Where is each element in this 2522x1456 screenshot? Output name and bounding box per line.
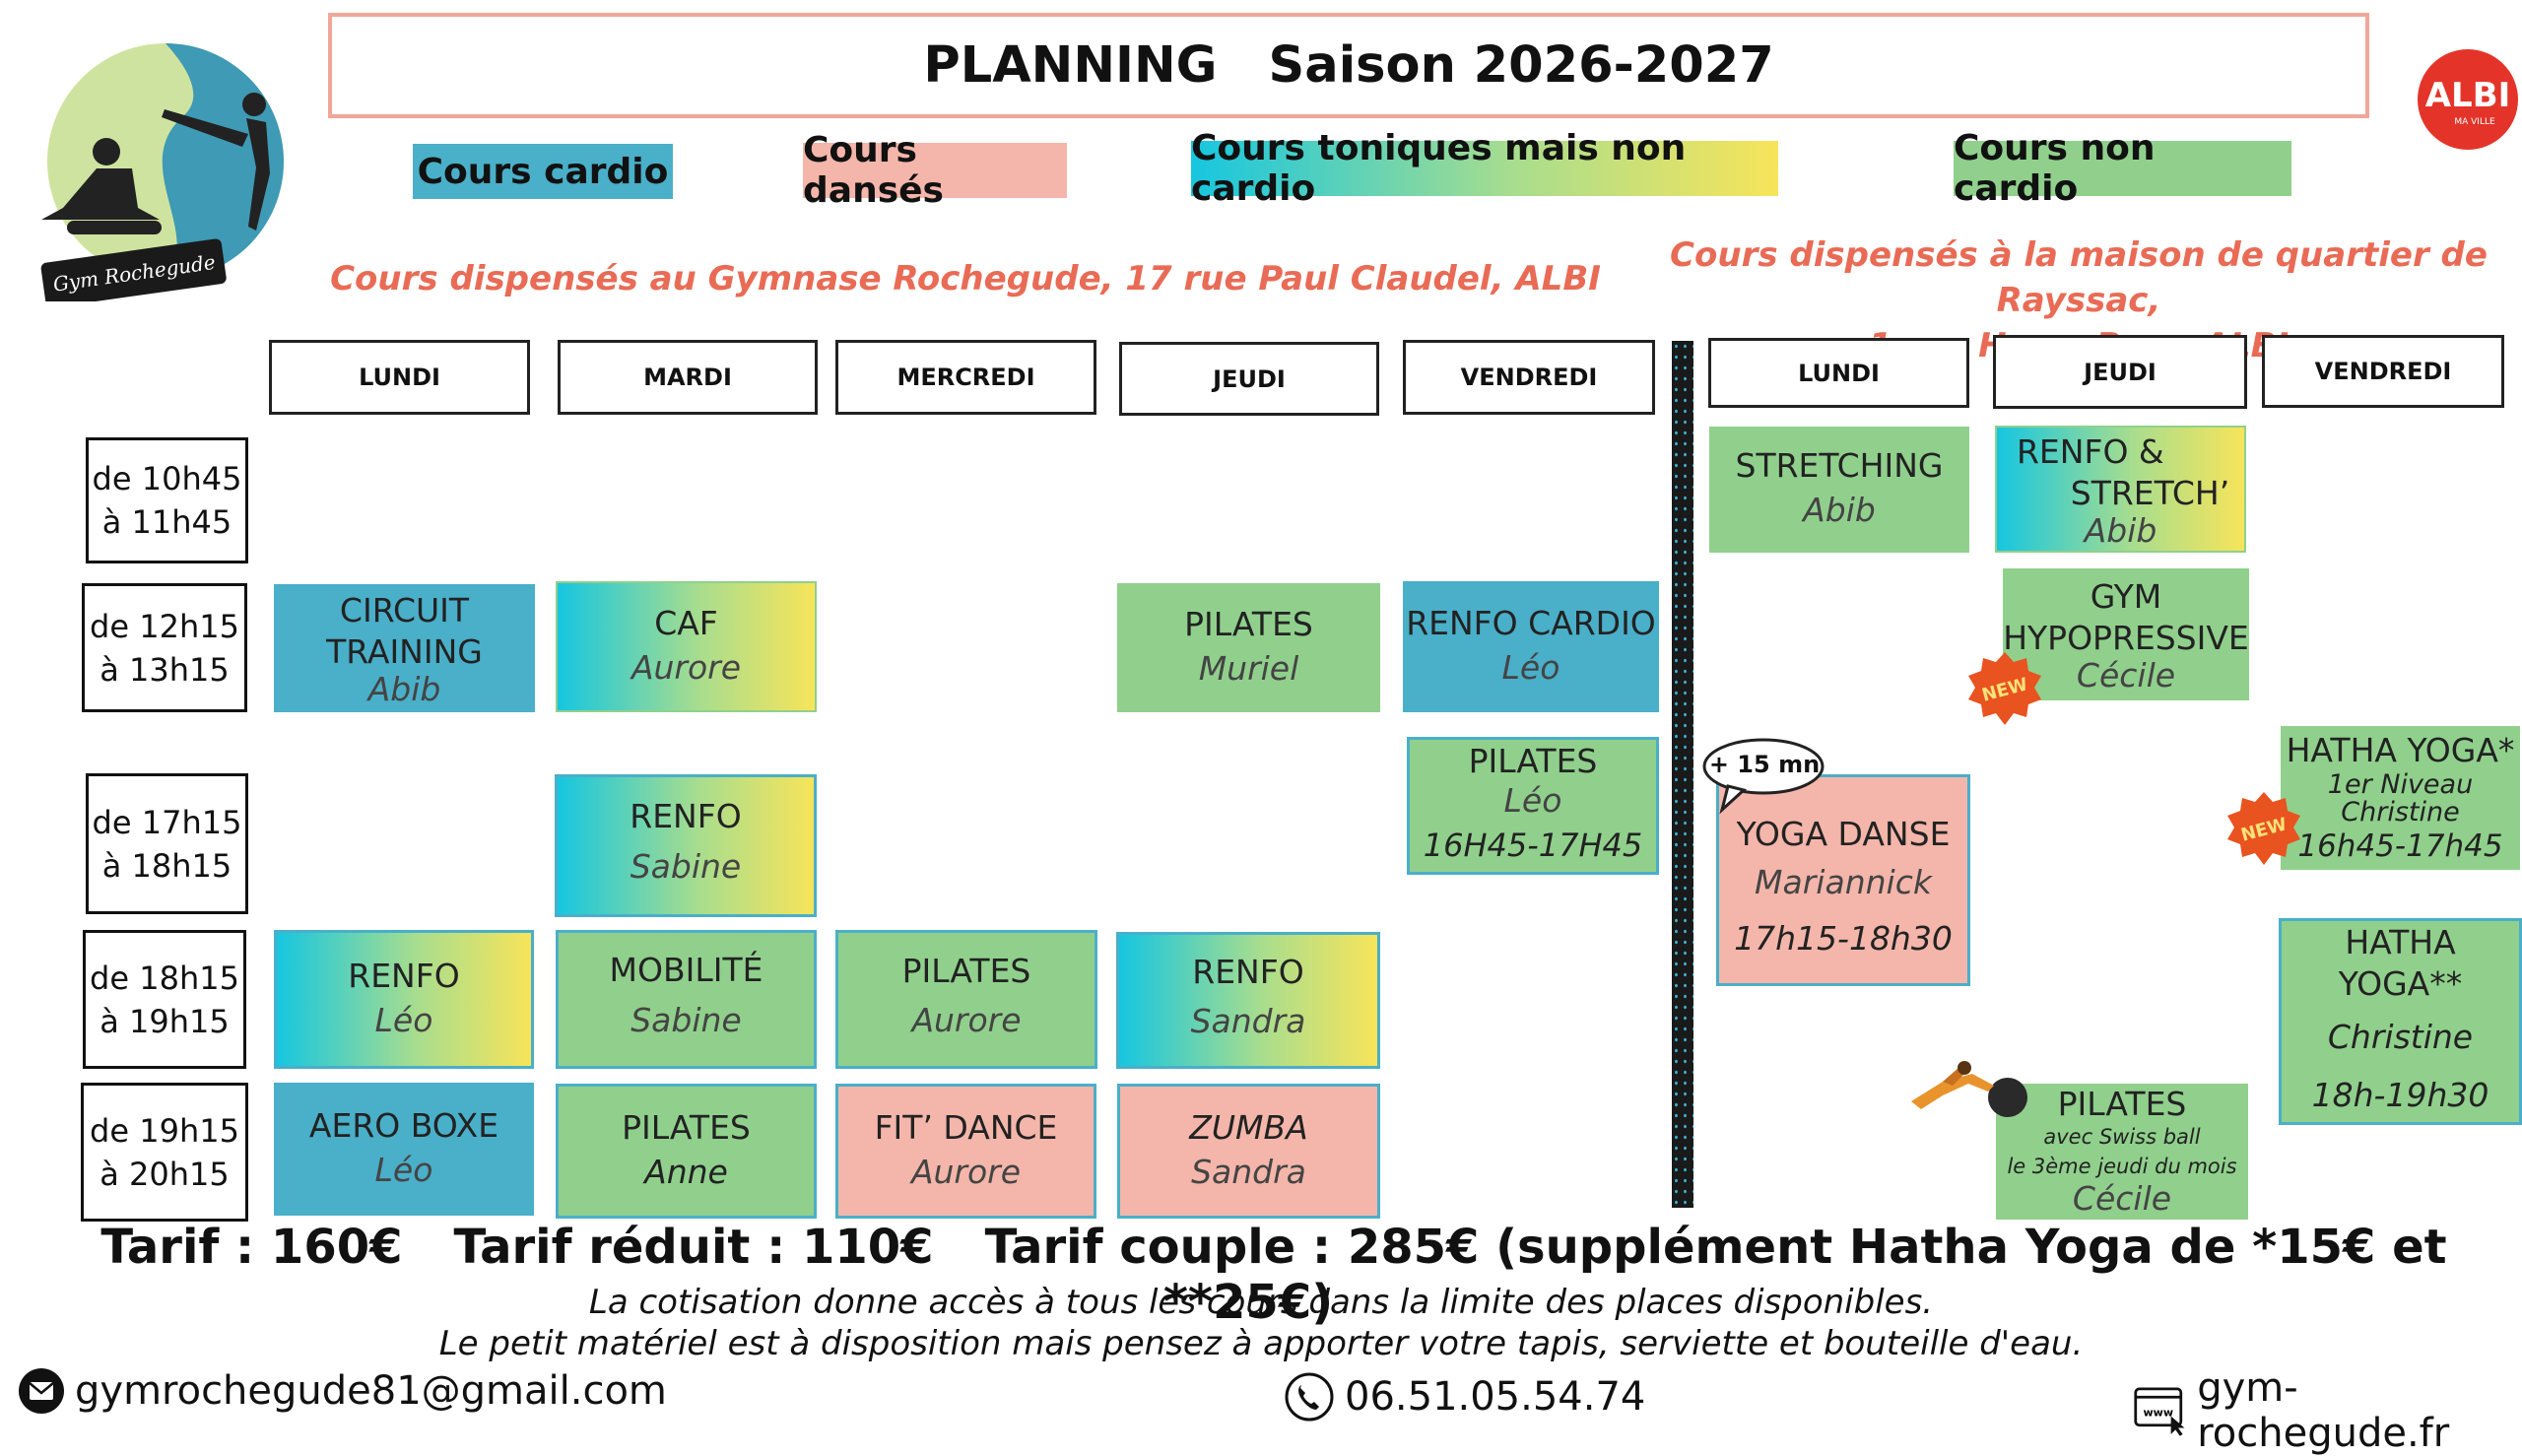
contact-website[interactable]: www gym-rochegude.fr xyxy=(2133,1365,2522,1456)
course-mercredi-pilates: PILATES Aurore xyxy=(835,930,1097,1069)
course-rayssac-jeudi-pilates-swiss-ball: PILATES avec Swiss ball le 3ème jeudi du… xyxy=(1996,1084,2248,1220)
legend-cardio: Cours cardio xyxy=(413,144,673,199)
course-rayssac-lundi-stretching: STRETCHING Abib xyxy=(1709,427,1969,553)
legend-danses: Cours dansés xyxy=(803,130,1067,211)
gym-rochegude-logo: Gym Rochegude xyxy=(37,35,296,308)
bonus-time-bubble: + 15 mn xyxy=(1700,737,1828,816)
course-lundi-circuit-training: CIRCUIT TRAINING Abib xyxy=(274,584,535,712)
website-icon: www xyxy=(2134,1387,2185,1436)
location-gymnase: Cours dispensés au Gymnase Rochegude, 17… xyxy=(330,259,1601,298)
pilates-ball-illustration xyxy=(1903,1052,2031,1121)
title-planning: PLANNING xyxy=(923,36,1218,95)
page-title: PLANNING Saison 2026-2027 xyxy=(328,13,2369,118)
contact-email[interactable]: gymrochegude81@gmail.com xyxy=(18,1367,667,1415)
day-header-vendredi: VENDREDI xyxy=(1403,340,1655,415)
svg-text:www: www xyxy=(2143,1407,2173,1420)
course-jeudi-zumba: ZUMBA Sandra xyxy=(1117,1084,1380,1219)
course-mardi-mobilite: MOBILITÉ Sabine xyxy=(556,930,817,1069)
svg-text:ALBI: ALBI xyxy=(2425,76,2511,115)
new-badge-gym-hypopressive: NEW xyxy=(1965,650,2044,729)
course-mercredi-fit-dance: FIT’ DANCE Aurore xyxy=(835,1084,1096,1219)
day-header-mardi: MARDI xyxy=(558,340,818,415)
legend-toniques: Cours toniques mais non cardio xyxy=(1191,128,1778,209)
day-header-mercredi: MERCREDI xyxy=(835,340,1096,415)
course-rayssac-jeudi-renfo-stretch: RENFO & STRETCH’ Abib xyxy=(1995,426,2246,553)
course-rayssac-lundi-yoga-danse: YOGA DANSE Mariannick 17h15-18h30 xyxy=(1716,774,1970,986)
note-cotisation: La cotisation donne accès à tous les cou… xyxy=(588,1283,1934,1322)
divider xyxy=(1672,341,1693,1208)
tarifs: Tarif : 160€Tarif réduit : 110€Tarif cou… xyxy=(100,1220,2447,1330)
email-icon xyxy=(19,1368,64,1414)
day-header-jeudi: JEUDI xyxy=(1119,342,1379,416)
day-header-rayssac-vendredi: VENDREDI xyxy=(2262,335,2504,408)
contact-phone[interactable]: 06.51.05.54.74 xyxy=(1284,1371,1645,1423)
course-lundi-renfo: RENFO Léo xyxy=(274,930,534,1069)
course-mardi-caf: CAF Aurore xyxy=(556,581,817,712)
course-lundi-aero-boxe: AERO BOXE Léo xyxy=(274,1083,534,1216)
new-badge-hatha-yoga: NEW xyxy=(2224,790,2303,869)
day-header-rayssac-jeudi: JEUDI xyxy=(1993,335,2247,409)
course-vendredi-pilates-1645: PILATES Léo 16H45-17H45 xyxy=(1407,737,1659,875)
svg-text:MA VILLE: MA VILLE xyxy=(2454,117,2495,127)
day-header-rayssac-lundi: LUNDI xyxy=(1708,338,1969,408)
course-vendredi-renfo-cardio: RENFO CARDIO Léo xyxy=(1403,581,1659,712)
course-mardi-pilates: PILATES Anne xyxy=(556,1084,817,1219)
course-mardi-renfo: RENFO Sabine xyxy=(555,774,817,917)
course-jeudi-pilates: PILATES Muriel xyxy=(1117,583,1380,712)
course-jeudi-renfo: RENFO Sandra xyxy=(1116,932,1380,1069)
note-materiel: Le petit matériel est à disposition mais… xyxy=(438,1324,2084,1363)
course-rayssac-vendredi-hatha-yoga-1: HATHA YOGA* 1er Niveau Christine 16h45-1… xyxy=(2281,726,2520,870)
course-rayssac-jeudi-gym-hypopressive: GYM HYPOPRESSIVE Cécile xyxy=(2003,568,2249,700)
course-rayssac-vendredi-hatha-yoga-2: HATHA YOGA** Christine 18h-19h30 xyxy=(2279,918,2522,1125)
title-saison: Saison 2026-2027 xyxy=(1268,36,1774,95)
phone-icon xyxy=(1285,1372,1334,1422)
albi-logo: ALBI MA VILLE xyxy=(2416,47,2520,152)
day-header-lundi: LUNDI xyxy=(269,340,530,415)
legend-noncardio: Cours non cardio xyxy=(1954,128,2291,209)
